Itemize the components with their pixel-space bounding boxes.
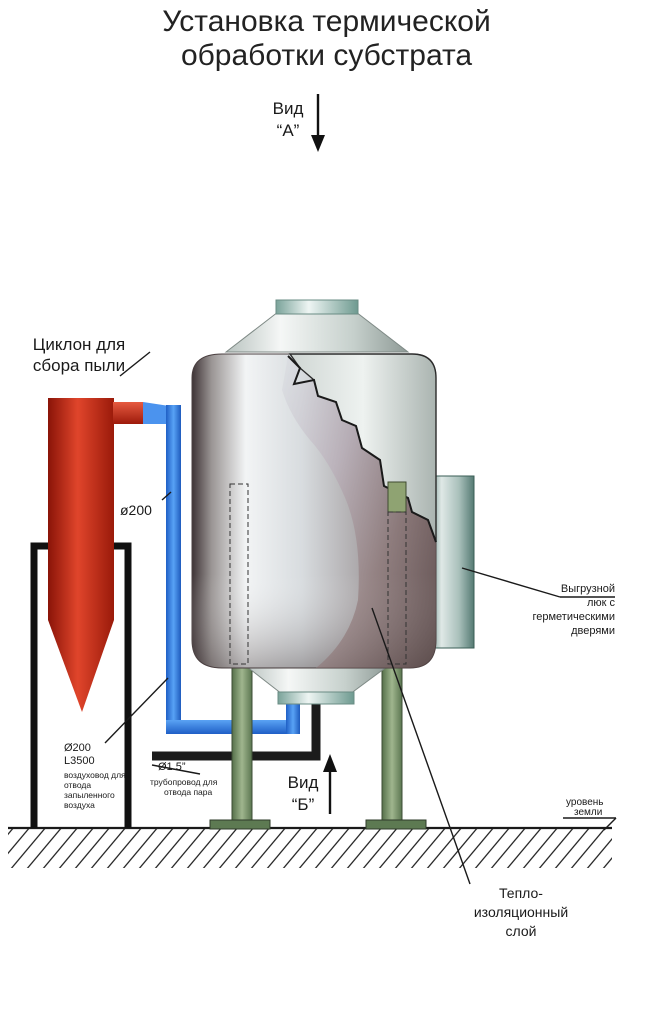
insulation-label-line-2: изоляционный xyxy=(473,904,569,920)
steam-pipe-diameter: Ø1.5” xyxy=(158,761,186,773)
duct-spec-desc-2: отвода xyxy=(64,780,92,790)
ground-level-label-2: земли xyxy=(574,807,603,818)
title-line-1: Установка термической xyxy=(162,5,491,38)
view-a-label: Вид xyxy=(272,99,304,118)
view-a-letter: “А” xyxy=(276,121,300,140)
vessel-top xyxy=(224,299,410,353)
arrow-down-icon xyxy=(311,94,325,152)
cyclone-label-line-2: сбора пыли xyxy=(32,356,126,375)
duct-diameter-label: ø200 xyxy=(120,502,152,518)
hatch-label-line-2: люк с xyxy=(586,597,615,609)
vessel-bottom xyxy=(244,665,390,705)
cyclone-label-line-1: Циклон для xyxy=(32,335,126,354)
hatch-label-line-3: герметическими xyxy=(532,611,615,623)
ground-level-label-1: уровень xyxy=(566,797,604,808)
duct-spec-length: L3500 xyxy=(64,755,95,767)
dust-cyclone xyxy=(48,398,143,712)
vessel-supports xyxy=(209,659,427,830)
duct-spec-desc-1: воздуховод для xyxy=(64,770,126,780)
view-b-label: Вид xyxy=(287,773,319,792)
steam-pipe xyxy=(152,700,321,761)
duct-spec-diameter: Ø200 xyxy=(64,742,91,754)
insulation-label-line-3: слой xyxy=(505,923,537,939)
ground xyxy=(8,826,612,868)
vessel-body xyxy=(191,353,437,669)
view-b-letter: “Б” xyxy=(291,795,315,814)
leader-lines xyxy=(104,351,617,885)
hatch-label-line-1: Выгрузной xyxy=(560,583,615,595)
steam-pipe-desc-1: трубопровод для xyxy=(150,777,218,787)
insulation-label-line-1: Тепло- xyxy=(499,885,543,901)
arrow-up-icon xyxy=(323,754,337,814)
title-line-2: обработки субстрата xyxy=(180,39,473,72)
steam-pipe-desc-2: отвода пара xyxy=(164,787,213,797)
duct-spec-desc-3: запыленного xyxy=(64,790,115,800)
duct-spec-desc-4: воздуха xyxy=(64,800,95,810)
hatch-label-line-4: дверями xyxy=(571,625,615,637)
